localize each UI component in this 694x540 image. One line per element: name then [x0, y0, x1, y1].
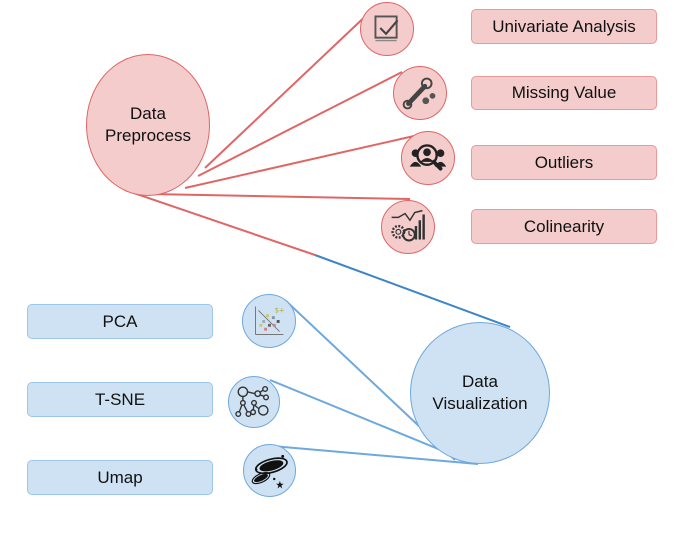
univariate-icon-node[interactable]: [360, 2, 414, 56]
data-visualization-node[interactable]: Data Visualization: [410, 322, 550, 464]
pca-box[interactable]: PCA: [27, 304, 213, 339]
tsne-box[interactable]: T-SNE: [27, 382, 213, 417]
svg-text:$+: $+: [275, 306, 285, 314]
data-preprocess-node[interactable]: Data Preprocess: [86, 54, 210, 196]
node-label-line2: Preprocess: [105, 126, 191, 145]
box-label: Missing Value: [511, 83, 617, 102]
node-label-line2: Visualization: [432, 394, 528, 413]
magnifier-people-icon: [409, 144, 447, 171]
umap-box[interactable]: Umap: [27, 460, 213, 495]
chart-gears-icon: [391, 209, 425, 242]
univariate-analysis-box[interactable]: Univariate Analysis: [471, 9, 657, 44]
missing-value-icon-node[interactable]: [393, 66, 447, 120]
galaxy-icon: [251, 454, 288, 489]
connector-outliers: [184, 135, 415, 189]
umap-icon-node[interactable]: [243, 444, 296, 497]
node-label-line1: Data: [130, 104, 166, 123]
box-label: Umap: [97, 467, 143, 487]
outliers-box[interactable]: Outliers: [471, 145, 657, 180]
checkbox-icon: [374, 15, 399, 42]
box-label: Outliers: [534, 152, 594, 172]
outliers-icon-node[interactable]: [401, 131, 455, 185]
box-label: Univariate Analysis: [492, 16, 636, 36]
connector-colinearity: [149, 193, 411, 200]
node-label-line1: Data: [462, 372, 498, 391]
box-label: PCA: [102, 311, 138, 331]
connector-umap: [271, 445, 479, 465]
tsne-icon-node[interactable]: [228, 376, 280, 428]
wrench-gears-icon: [402, 77, 436, 110]
connector-missing-value: [197, 71, 403, 177]
box-label: T-SNE: [94, 389, 146, 409]
connector-preprocess-visualization-blue: [314, 254, 511, 328]
connector-univariate: [204, 9, 373, 169]
colinearity-box[interactable]: Colinearity: [471, 209, 657, 244]
colinearity-icon-node[interactable]: [381, 200, 435, 254]
connector-preprocess-visualization-red: [124, 189, 316, 256]
pca-icon-node[interactable]: $+: [242, 294, 296, 348]
network-nodes-icon: [235, 386, 270, 418]
missing-value-box[interactable]: Missing Value: [471, 76, 657, 110]
scatter-plot-icon: $+: [255, 306, 285, 335]
box-label: Colinearity: [523, 216, 605, 236]
